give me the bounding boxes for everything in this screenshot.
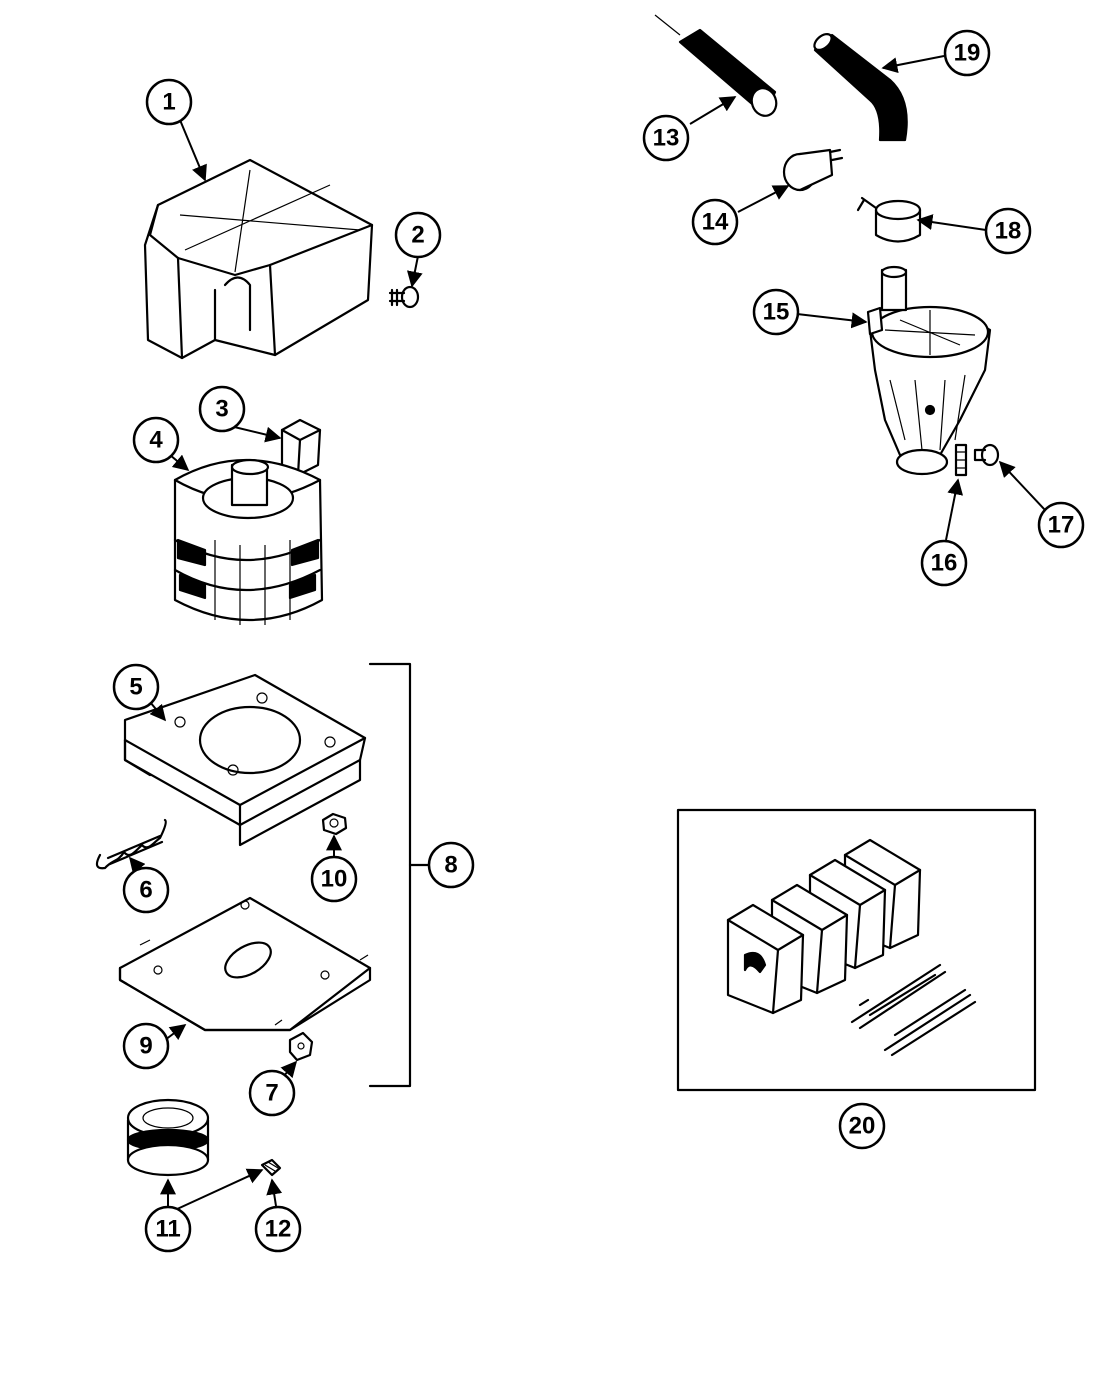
callout-12: 12 <box>254 1205 302 1253</box>
callout-2: 2 <box>394 211 442 259</box>
callout-9: 9 <box>122 1022 170 1070</box>
part-screw <box>388 285 420 309</box>
part-pin <box>954 443 968 477</box>
svg-text:1: 1 <box>162 89 175 116</box>
svg-text:18: 18 <box>995 218 1022 245</box>
svg-text:6: 6 <box>139 877 152 904</box>
callout-16: 16 <box>920 539 968 587</box>
svg-text:5: 5 <box>129 674 142 701</box>
svg-text:13: 13 <box>653 125 680 152</box>
part-pump <box>866 265 992 476</box>
callout-7: 7 <box>248 1069 296 1117</box>
callout-5: 5 <box>112 663 160 711</box>
svg-text:10: 10 <box>321 866 348 893</box>
svg-text:3: 3 <box>215 396 228 423</box>
svg-text:9: 9 <box>139 1033 152 1060</box>
callout-6: 6 <box>122 866 170 914</box>
callout-10: 10 <box>310 855 358 903</box>
svg-text:19: 19 <box>954 40 981 67</box>
leader-lines <box>128 55 1046 1211</box>
svg-text:8: 8 <box>444 852 457 879</box>
svg-text:11: 11 <box>155 1216 180 1243</box>
part-kit <box>676 808 1037 1092</box>
callout-17: 17 <box>1037 501 1085 549</box>
svg-text:14: 14 <box>702 209 729 236</box>
part-motor <box>173 458 324 625</box>
callout-13: 13 <box>642 114 690 162</box>
callout-1: 1 <box>145 78 193 126</box>
svg-text:12: 12 <box>265 1216 292 1243</box>
assembly-bracket <box>368 662 432 1088</box>
svg-text:17: 17 <box>1048 512 1075 539</box>
callout-15: 15 <box>752 288 800 336</box>
svg-text:16: 16 <box>931 550 958 577</box>
part-cover <box>143 158 374 360</box>
svg-text:7: 7 <box>265 1080 278 1107</box>
callout-19: 19 <box>943 29 991 77</box>
callout-14: 14 <box>691 198 739 246</box>
callout-20: 20 <box>838 1102 886 1150</box>
svg-text:2: 2 <box>411 222 424 249</box>
part-clamp <box>856 196 922 243</box>
part-set-screw <box>260 1158 282 1177</box>
part-nut <box>321 812 348 836</box>
part-base-plate <box>118 896 372 1032</box>
svg-text:15: 15 <box>763 299 790 326</box>
part-clip <box>288 1031 314 1062</box>
part-hose-clamp <box>782 148 844 192</box>
svg-text:20: 20 <box>849 1113 876 1140</box>
svg-text:4: 4 <box>149 427 163 454</box>
callout-18: 18 <box>984 207 1032 255</box>
callout-11: 11 <box>144 1205 192 1253</box>
callout-8: 8 <box>427 841 475 889</box>
part-plug <box>973 443 1000 467</box>
part-spring <box>95 818 167 870</box>
part-pulley <box>126 1098 210 1177</box>
part-hose-elbow <box>813 32 908 142</box>
callout-3: 3 <box>198 385 246 433</box>
callout-4: 4 <box>132 416 180 464</box>
part-hose-short <box>654 14 778 117</box>
part-bracket <box>123 673 367 847</box>
